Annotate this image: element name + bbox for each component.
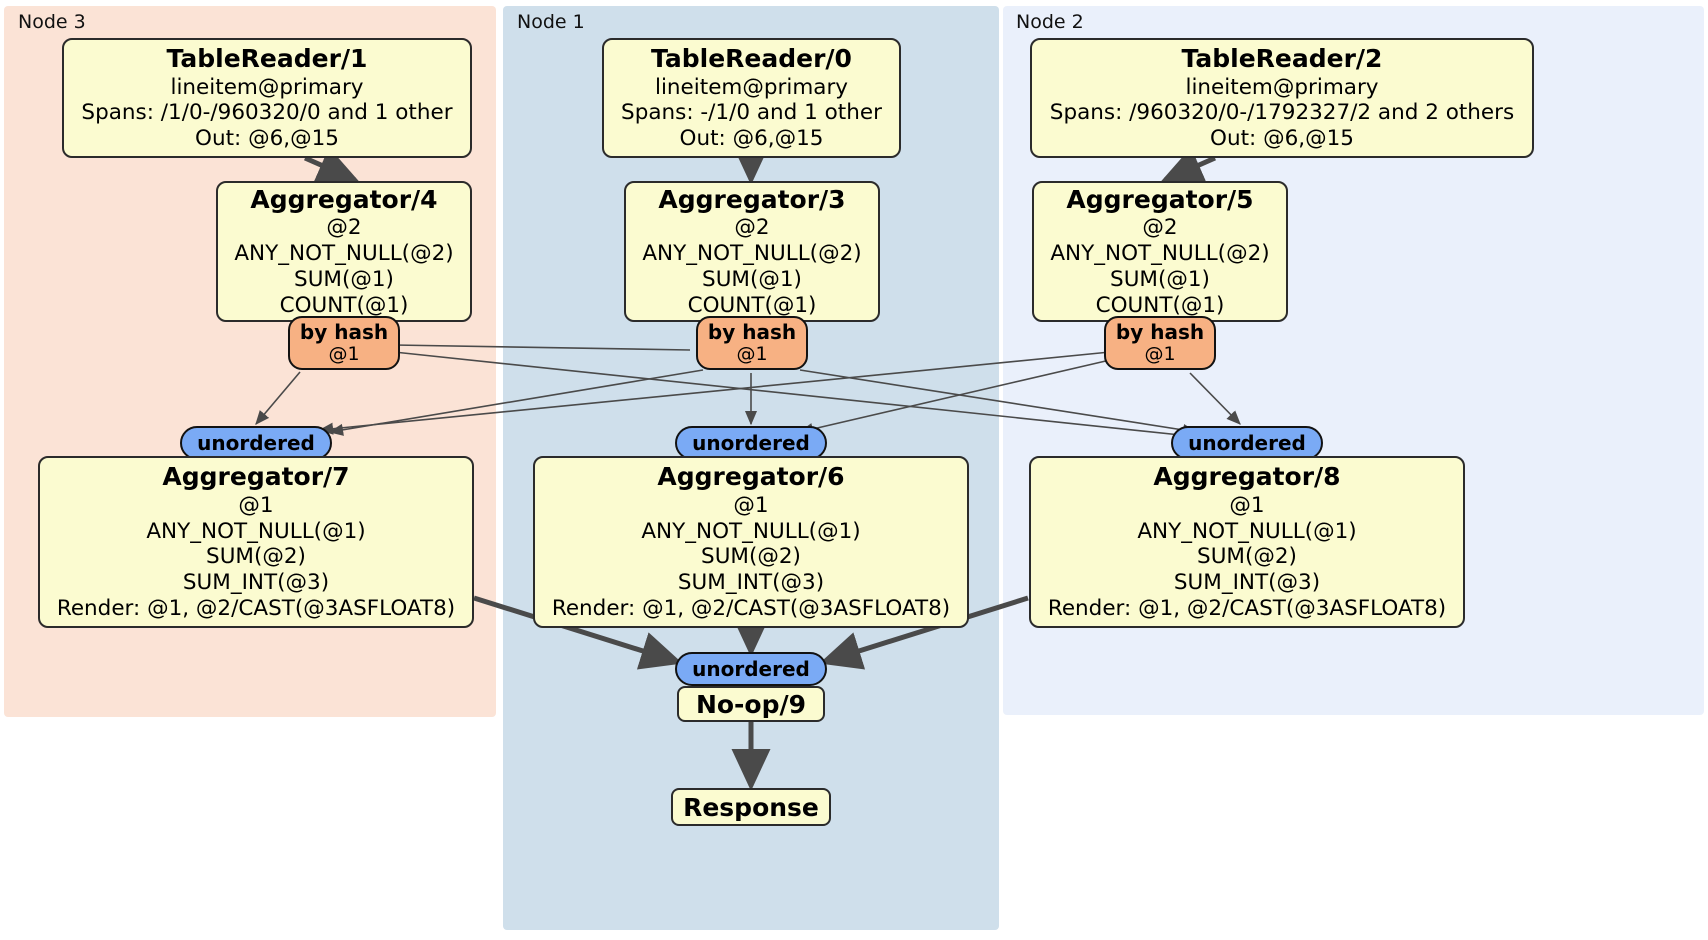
router-label: by hash <box>707 320 797 345</box>
processor-detail-line: SUM(@1) <box>1110 266 1210 292</box>
processor-title: No-op/9 <box>695 689 807 719</box>
processor-detail-line: Spans: -/1/0 and 1 other <box>621 100 882 126</box>
processor-detail-line: COUNT(@1) <box>687 292 817 318</box>
synchronizer-label: unordered <box>1188 430 1306 455</box>
processor-detail-line: SUM_INT(@3) <box>1173 570 1321 596</box>
router-label: by hash <box>1115 320 1205 345</box>
processor-title: TableReader/0 <box>651 44 852 74</box>
synchronizer-label: unordered <box>197 430 315 455</box>
processor-detail-line: lineitem@primary <box>1185 74 1379 100</box>
router-column: @1 <box>1144 342 1176 365</box>
processor-detail-line: ANY_NOT_NULL(@2) <box>642 240 862 266</box>
processor-detail-line: ANY_NOT_NULL(@1) <box>1137 518 1357 544</box>
processor-response[interactable]: Response <box>671 788 831 826</box>
synchronizer-unordered-right[interactable]: unordered <box>1171 426 1323 460</box>
processor-detail-line: SUM(@2) <box>1197 544 1297 570</box>
node-label-node1: Node 1 <box>517 11 585 33</box>
processor-table-reader-0[interactable]: TableReader/0 lineitem@primary Spans: -/… <box>602 38 901 158</box>
processor-detail-line: Out: @6,@15 <box>1210 126 1354 152</box>
processor-title: Aggregator/7 <box>162 462 350 492</box>
processor-title: TableReader/2 <box>1181 44 1383 74</box>
router-by-hash-right[interactable]: by hash @1 <box>1104 316 1216 370</box>
processor-detail-line: SUM_INT(@3) <box>182 570 330 596</box>
processor-detail-line: SUM(@2) <box>206 544 306 570</box>
processor-detail-line: SUM(@1) <box>702 266 802 292</box>
processor-detail-line: Render: @1, @2/CAST(@3ASFLOAT8) <box>551 595 951 621</box>
processor-detail-line: @1 <box>238 492 274 518</box>
processor-detail-line: lineitem@primary <box>654 74 849 100</box>
processor-detail-line: Spans: /960320/0-/1792327/2 and 2 others <box>1049 100 1515 126</box>
synchronizer-unordered-left[interactable]: unordered <box>180 426 332 460</box>
processor-title: Aggregator/6 <box>657 462 845 492</box>
processor-detail-line: COUNT(@1) <box>1095 292 1225 318</box>
synchronizer-unordered-center[interactable]: unordered <box>675 426 827 460</box>
processor-detail-line: Out: @6,@15 <box>679 126 824 152</box>
processor-detail-line: ANY_NOT_NULL(@1) <box>146 518 366 544</box>
router-by-hash-left[interactable]: by hash @1 <box>288 316 400 370</box>
router-column: @1 <box>328 342 360 365</box>
processor-aggregator-5[interactable]: Aggregator/5 @2 ANY_NOT_NULL(@2) SUM(@1)… <box>1032 181 1288 322</box>
processor-aggregator-6[interactable]: Aggregator/6 @1 ANY_NOT_NULL(@1) SUM(@2)… <box>533 456 969 628</box>
processor-aggregator-3[interactable]: Aggregator/3 @2 ANY_NOT_NULL(@2) SUM(@1)… <box>624 181 880 322</box>
router-by-hash-center[interactable]: by hash @1 <box>696 316 808 370</box>
router-label: by hash <box>299 320 389 345</box>
processor-detail-line: @2 <box>734 215 770 241</box>
processor-detail-line: Out: @6,@15 <box>195 126 339 152</box>
processor-detail-line: ANY_NOT_NULL(@2) <box>1050 240 1270 266</box>
processor-detail-line: Render: @1, @2/CAST(@3ASFLOAT8) <box>1047 595 1447 621</box>
processor-detail-line: @1 <box>1229 492 1265 518</box>
processor-detail-line: Render: @1, @2/CAST(@3ASFLOAT8) <box>56 595 456 621</box>
processor-table-reader-2[interactable]: TableReader/2 lineitem@primary Spans: /9… <box>1030 38 1534 158</box>
synchronizer-unordered-final[interactable]: unordered <box>675 652 827 686</box>
processor-aggregator-4[interactable]: Aggregator/4 @2 ANY_NOT_NULL(@2) SUM(@1)… <box>216 181 472 322</box>
processor-detail-line: lineitem@primary <box>170 74 364 100</box>
processor-detail-line: ANY_NOT_NULL(@1) <box>641 518 861 544</box>
processor-detail-line: ANY_NOT_NULL(@2) <box>234 240 454 266</box>
synchronizer-label: unordered <box>692 656 810 681</box>
router-column: @1 <box>736 342 768 365</box>
processor-detail-line: @2 <box>1142 215 1178 241</box>
processor-title: Aggregator/4 <box>250 184 438 214</box>
processor-detail-line: Spans: /1/0-/960320/0 and 1 other <box>81 100 453 126</box>
processor-detail-line: SUM(@1) <box>294 266 394 292</box>
processor-title: Response <box>683 792 819 822</box>
node-label-node2: Node 2 <box>1016 11 1084 33</box>
processor-detail-line: SUM_INT(@3) <box>677 570 825 596</box>
processor-detail-line: @1 <box>733 492 769 518</box>
processor-aggregator-8[interactable]: Aggregator/8 @1 ANY_NOT_NULL(@1) SUM(@2)… <box>1029 456 1465 628</box>
processor-detail-line: @2 <box>326 215 362 241</box>
processor-title: Aggregator/8 <box>1153 462 1341 492</box>
processor-no-op-9[interactable]: No-op/9 <box>677 686 825 722</box>
synchronizer-label: unordered <box>692 430 810 455</box>
processor-table-reader-1[interactable]: TableReader/1 lineitem@primary Spans: /1… <box>62 38 472 158</box>
processor-title: Aggregator/3 <box>658 184 846 214</box>
processor-detail-line: SUM(@2) <box>701 544 801 570</box>
processor-detail-line: COUNT(@1) <box>279 292 409 318</box>
node-label-node3: Node 3 <box>18 11 86 33</box>
processor-title: TableReader/1 <box>166 44 368 74</box>
processor-title: Aggregator/5 <box>1066 184 1254 214</box>
processor-aggregator-7[interactable]: Aggregator/7 @1 ANY_NOT_NULL(@1) SUM(@2)… <box>38 456 474 628</box>
